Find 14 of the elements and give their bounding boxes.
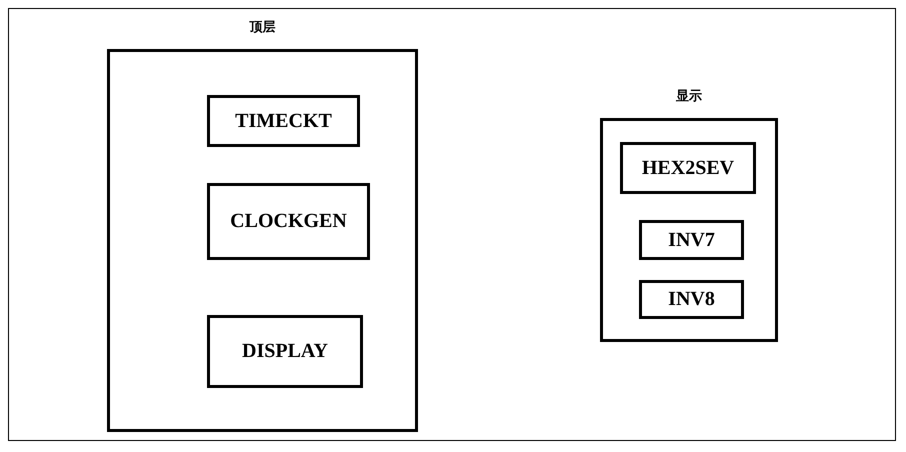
module-label: HEX2SEV [642,156,734,180]
group-title: 顶层 [248,19,276,36]
module-label: TIMECKT [235,110,332,132]
module-label: INV8 [668,288,715,311]
module-box [207,183,370,260]
module-box [207,315,363,388]
module-box [620,142,756,194]
module-label: CLOCKGEN [230,210,347,233]
module-box [639,220,744,260]
module-label: DISPLAY [242,340,328,363]
group-title: 显示 [675,88,703,105]
module-box [207,95,360,147]
module-label: INV7 [668,228,715,252]
module-box [639,280,744,319]
